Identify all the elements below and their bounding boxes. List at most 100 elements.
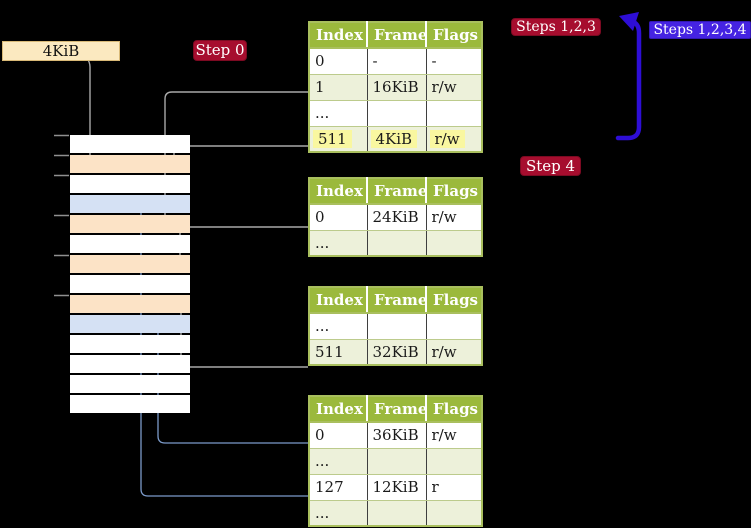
page-table-4-row-1: ... — [309, 448, 482, 475]
page-table-1-header-flags: Flags — [426, 22, 482, 49]
page-table-1-row-0-cell-0: 0 — [309, 48, 368, 75]
memory-row-9-blue — [70, 315, 190, 333]
memory-row-6-wheat — [70, 255, 190, 273]
page-table-4-row-2-cell-0: 127 — [309, 474, 368, 501]
page-table-1-row-2-cell-1 — [367, 100, 427, 127]
memory-strip — [70, 135, 190, 415]
page-table-1-header-index: Index — [309, 22, 368, 49]
page-table-2-header-flags: Flags — [426, 178, 482, 205]
page-table-3-row-0-cell-2 — [426, 313, 482, 340]
page-table-1-row-2-cell-2 — [426, 100, 482, 127]
page-table-4-row-2-cell-2: r — [426, 474, 482, 501]
page-table-3-header-index: Index — [309, 287, 368, 314]
arrow-t1row511-to-4kib-frame — [173, 145, 308, 157]
page-table-3-row-1-cell-2: r/w — [431, 342, 457, 361]
page-table-4-row-1-cell-2 — [426, 448, 482, 475]
page-table-4-row-3: ... — [309, 500, 482, 526]
page-table-4-row-1-cell-0: ... — [309, 448, 368, 475]
page-table-1-header-frame: Frame — [367, 22, 427, 49]
memory-row-1-wheat — [70, 155, 190, 173]
arrow-t4row127-to-12kib-frame — [140, 211, 308, 497]
memory-row-5-white — [70, 235, 190, 253]
page-table-2-header-frame: Frame — [367, 178, 427, 205]
page-table-1-row-1-cell-1: 16KiB — [367, 74, 427, 101]
page-table-1-row-3-cell-2: r/w — [426, 126, 482, 152]
page-table-4-row-0-cell-2: r/w — [426, 422, 482, 449]
page-table-1-row-0-cell-1: - — [367, 48, 427, 75]
memory-row-11-white — [70, 355, 190, 373]
highlighted-value: 511 — [313, 129, 352, 148]
page-table-2-row-1-cell-1 — [367, 230, 427, 256]
page-table-1-row-1-cell-2: r/w — [426, 74, 482, 101]
page-table-3-row-0-cell-1 — [367, 313, 427, 340]
page-table-4-row-3-cell-2 — [426, 500, 482, 526]
arrow-t3row511-to-32kib-frame — [180, 309, 308, 368]
page-table-3-header-flags: Flags — [426, 287, 482, 314]
page-table-2-row-1-cell-2 — [426, 230, 482, 256]
page-table-2-row-0-cell-1: 24KiB — [367, 204, 427, 231]
highlighted-value: r/w — [429, 129, 465, 148]
page-table-4-row-3-cell-0: ... — [309, 500, 368, 526]
page-table-1-row-1-cell-0: 1 — [309, 74, 368, 101]
address-tick-marks — [54, 134, 69, 297]
step0-badge: Step 0 — [193, 40, 247, 61]
page-table-4-header-frame: Frame — [367, 396, 427, 423]
page-table-3-row-1-cell-1: 32KiB — [367, 339, 427, 365]
page-table-1-row-2: ... — [309, 100, 482, 127]
arrow-t2row0-to-24kib-frame — [179, 226, 308, 257]
steps-loop-arrowhead — [619, 12, 639, 31]
memory-row-7-white — [70, 275, 190, 293]
memory-row-4-wheat — [70, 215, 190, 233]
page-table-1-row-0-cell-2: - — [426, 48, 482, 75]
page-table-1-row-3-cell-1: 4KiB — [367, 126, 427, 152]
page-table-3-row-0-cell-0: ... — [309, 313, 368, 340]
page-table-1-row-3-cell-0: 511 — [309, 126, 368, 152]
memory-row-12-white — [70, 375, 190, 393]
page-table-3-header-frame: Frame — [367, 287, 427, 314]
page-table-1-row-3: 511 4KiB r/w — [309, 126, 482, 152]
memory-row-10-white — [70, 335, 190, 353]
steps-loop-arrow — [615, 18, 642, 141]
page-table-1-row-2-cell-0: ... — [309, 100, 368, 127]
page-table-4-row-0-cell-0: 0 — [309, 422, 368, 449]
memory-row-0-white — [70, 135, 190, 153]
page-table-4-header-index: Index — [309, 396, 368, 423]
page-table-4-row-1-cell-1 — [367, 448, 427, 475]
page-table-4-header-flags: Flags — [426, 396, 482, 423]
arrow-t4row0-to-36kib-frame — [157, 331, 308, 444]
page-table-2-header-index: Index — [309, 178, 368, 205]
memory-row-2-white — [70, 175, 190, 193]
page-table-3-row-1-cell-0: 511 — [309, 339, 368, 365]
memory-row-3-blue — [70, 195, 190, 213]
steps123-badge: Steps 1,2,3 — [511, 18, 601, 36]
page-table-2-row-0-cell-2: r/w — [426, 204, 482, 231]
page-table-2-row-1: ... — [309, 230, 482, 256]
page-table-2-row-0-cell-0: 0 — [309, 204, 368, 231]
highlighted-value: 4KiB — [370, 129, 418, 148]
memory-row-8-wheat — [70, 295, 190, 313]
page-table-4-row-0-cell-1: 36KiB — [367, 422, 427, 449]
memory-row-13-white — [70, 395, 190, 413]
frame-size-box: 4KiB — [2, 41, 120, 61]
page-table-3-row-0: ... — [309, 313, 482, 340]
arrow-t1row1-to-16kib-frame — [164, 91, 308, 219]
page-table-4-row-3-cell-1 — [367, 500, 427, 526]
steps1234-badge: Steps 1,2,3,4 — [649, 21, 751, 39]
page-table-4-row-2-cell-1: 12KiB — [367, 474, 427, 501]
step4-badge: Step 4 — [520, 156, 581, 176]
page-table-1-row-0: 0-- — [309, 48, 482, 75]
